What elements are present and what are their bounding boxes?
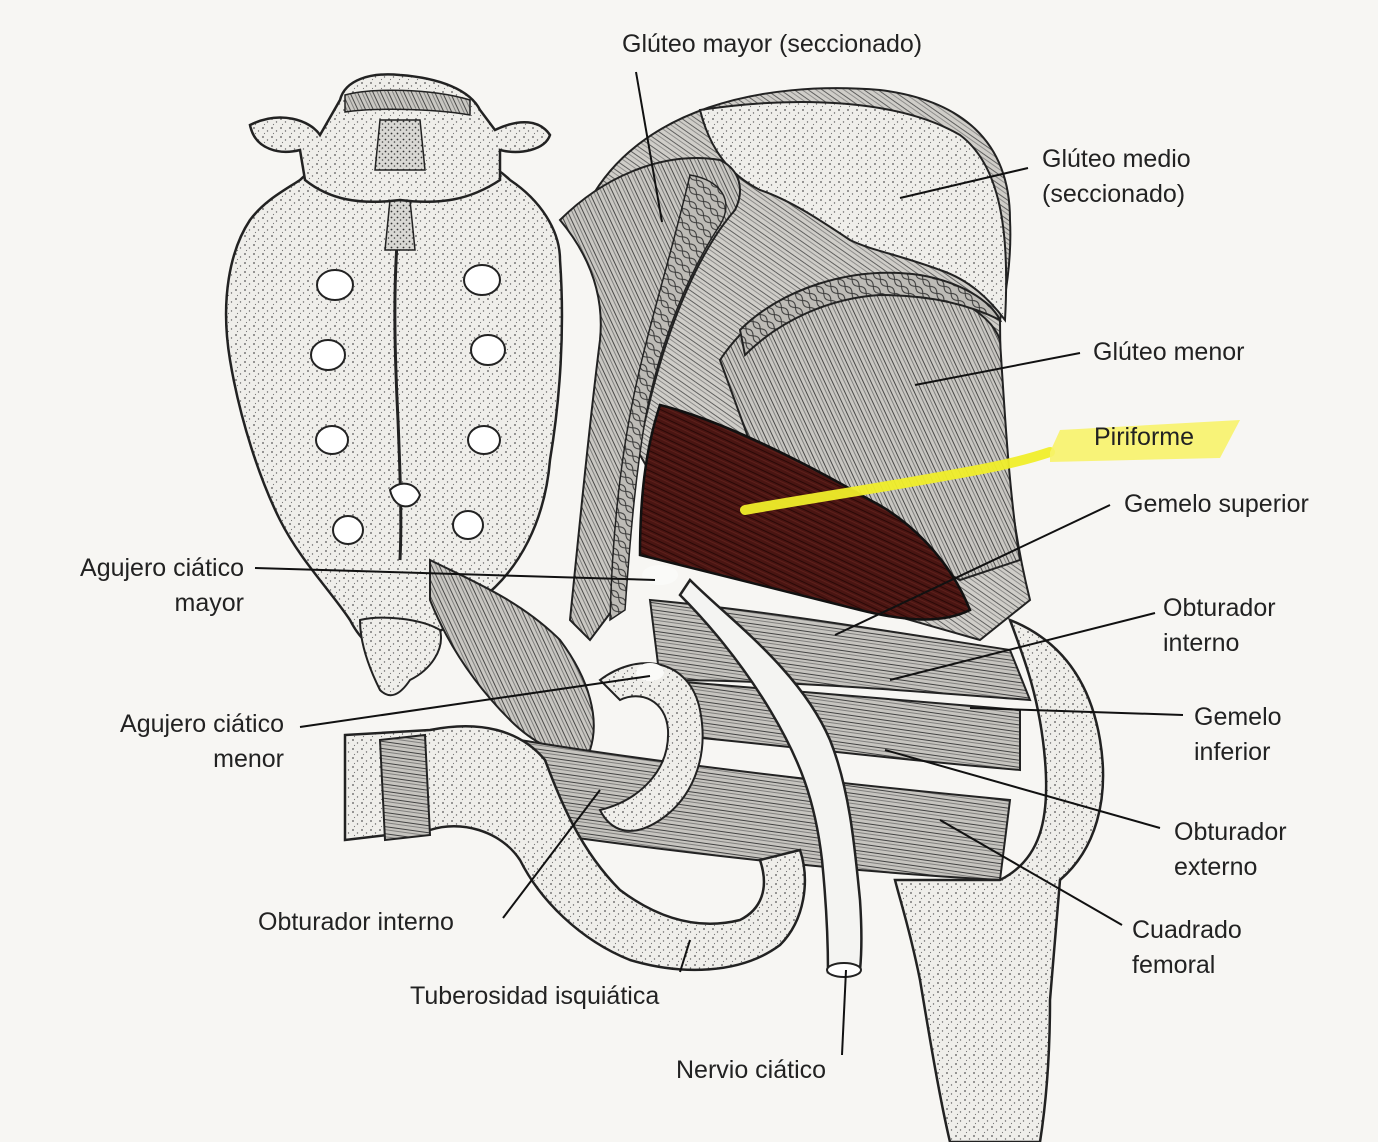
- label-gluteo-medio: Glúteo medio (seccionado): [1042, 145, 1191, 208]
- label-gemelo-superior: Gemelo superior: [1124, 490, 1309, 518]
- label-agujero-ciatico-mayor: Agujero ciático mayor: [80, 554, 244, 617]
- label-cuadrado-femoral: Cuadrado femoral: [1132, 916, 1242, 979]
- leader-lines: [254, 71, 1184, 1056]
- label-piriforme: Piriforme: [1094, 423, 1195, 451]
- label-gluteo-menor: Glúteo menor: [1093, 338, 1245, 366]
- label-obturador-interno-izquierda: Obturador interno: [258, 908, 454, 936]
- label-obturador-interno-derecha: Obturador interno: [1163, 594, 1276, 657]
- label-gemelo-inferior: Gemelo inferior: [1194, 703, 1282, 766]
- label-agujero-ciatico-menor: Agujero ciático menor: [120, 710, 284, 773]
- label-gluteo-mayor: Glúteo mayor (seccionado): [622, 30, 923, 58]
- label-obturador-externo: Obturador externo: [1174, 818, 1287, 881]
- label-tuberosidad-isquiatica: Tuberosidad isquiática: [410, 982, 660, 1010]
- label-nervio-ciatico: Nervio ciático: [676, 1056, 827, 1084]
